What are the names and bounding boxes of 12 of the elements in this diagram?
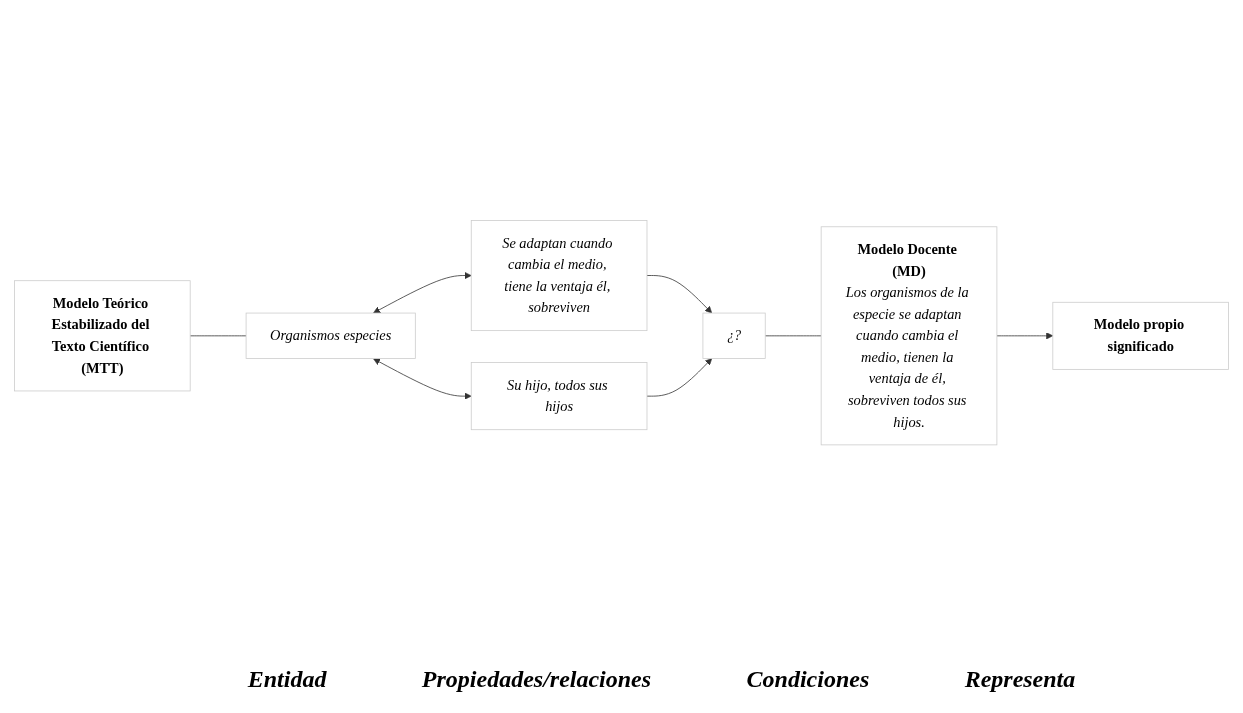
node-box <box>820 226 998 446</box>
node-box <box>470 362 648 431</box>
node-box <box>14 280 191 392</box>
node-box <box>702 313 766 360</box>
flowchart: Modelo Teórico Estabilizado del Texto Científico (MTT) Organismos especies Se adaptan cuando cambia el medio, tiene la ventaja él, sobreviven Su hijo, todos sus hijos ¿? Modelo Docente (MD) Los organismos de la especie se adaptan cuando cambia el medio, tienen la ventaja de él, sobreviven todos sus hijos. Modelo propio significado <box>8 214 1235 452</box>
column-caption: Condiciones <box>746 666 870 693</box>
node-box <box>245 313 416 360</box>
node-box <box>1052 302 1229 371</box>
column-caption: Representa <box>964 666 1076 693</box>
column-caption: Entidad <box>247 666 327 693</box>
node-box <box>470 220 648 332</box>
column-caption: Propiedades/relaciones <box>421 666 652 693</box>
